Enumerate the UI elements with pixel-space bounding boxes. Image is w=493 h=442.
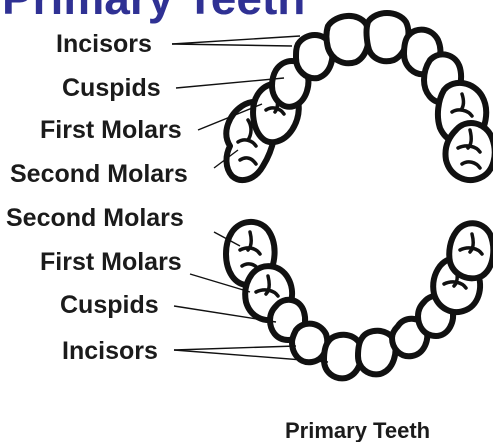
diagram-caption: Primary Teeth xyxy=(285,418,430,442)
lower-label-first-molars: First Molars xyxy=(40,248,182,276)
lower-label-incisors: Incisors xyxy=(62,337,158,365)
upper-right-second-molar xyxy=(445,123,493,180)
upper-label-second-molars: Second Molars xyxy=(10,160,188,188)
lower-arch xyxy=(226,222,493,378)
page-heading: Primary Teeth xyxy=(2,0,305,24)
lower-right-second-molar xyxy=(449,223,493,278)
upper-label-first-molars: First Molars xyxy=(40,116,182,144)
upper-label-cuspids: Cuspids xyxy=(62,74,161,102)
upper-label-incisors: Incisors xyxy=(56,30,152,58)
lower-label-cuspids: Cuspids xyxy=(60,291,159,319)
lower-incisors-leader-1 xyxy=(174,346,296,350)
upper-incisors-leader-1 xyxy=(172,36,300,44)
upper-left-central-incisor xyxy=(327,16,369,63)
upper-incisors-leader-2 xyxy=(172,44,292,46)
lower-label-second-molars: Second Molars xyxy=(6,204,184,232)
